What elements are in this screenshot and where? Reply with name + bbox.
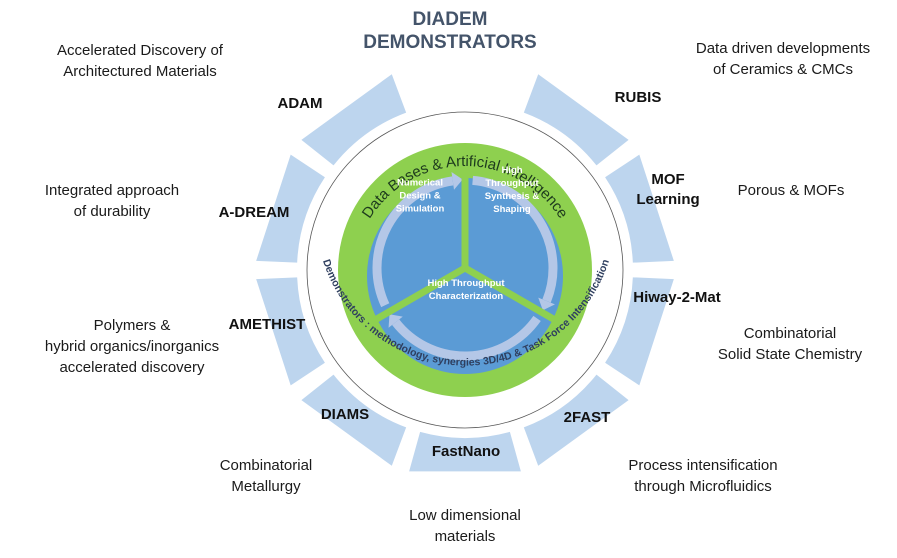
segment-description: Process intensification through Microflui… (603, 455, 803, 497)
core-sector-label: High Throughput (427, 278, 505, 289)
cycle-arrow-arc (372, 176, 454, 308)
arrow-head-icon (388, 314, 403, 328)
core-sector-label: Design & (399, 191, 440, 202)
core-sector-label: High (501, 165, 522, 176)
segment-fastnano: FastNano (409, 431, 521, 472)
segment-shape (523, 74, 629, 166)
description-line: Accelerated Discovery of (57, 42, 223, 59)
segment-label: RUBIS (615, 89, 662, 106)
segment-label: 2FAST (564, 409, 611, 426)
segment-shape (523, 374, 629, 466)
segment-label: Learning (636, 191, 699, 208)
segment-description: Integrated approach of durability (22, 180, 202, 222)
description-line: Data driven developments (695, 40, 871, 57)
cycle-arrow-arc (472, 175, 558, 303)
segment-description: Data driven developments of Ceramics & CM… (668, 38, 897, 80)
segment-description: Porous & MOFs (731, 180, 851, 201)
segment-description: Low dimensional materials (385, 505, 545, 547)
segment-adam: ADAM (278, 74, 407, 166)
segment-a-dream: A-DREAM (219, 154, 325, 263)
segment-shape (605, 277, 674, 386)
description-line: Metallurgy (231, 478, 301, 495)
segment-shape (605, 154, 674, 263)
title-line-1: DIADEM (412, 9, 488, 30)
cycle-arrows (372, 171, 558, 361)
segment-description: Polymers & hybrid organics/inorganics acce… (12, 315, 252, 378)
segment-diams: DIAMS (301, 374, 407, 466)
segment-2fast: 2FAST (523, 374, 629, 466)
core-sector-label: Synthesis & (485, 191, 540, 202)
core-sector-label: Simulation (396, 204, 445, 215)
core-divider (367, 264, 467, 327)
core-sector-label: Characterization (429, 291, 504, 302)
description-line: Porous & MOFs (737, 182, 845, 199)
description-line: Low dimensional (409, 507, 521, 524)
description-line: Combinatorial (219, 457, 313, 474)
core-disc (367, 178, 563, 374)
segment-shape (301, 74, 407, 166)
segment-mof-learning: MOF Learning (605, 154, 700, 263)
segment-rubis: RUBIS (523, 74, 662, 166)
segment-label: Hiway-2-Mat (633, 289, 721, 306)
diagram-title: DIADEM DEMONSTRATORS (330, 8, 570, 54)
segment-label: AMETHIST (229, 316, 306, 333)
segment-label: FastNano (432, 443, 500, 460)
description-line: accelerated discovery (59, 359, 205, 376)
description-line: hybrid organics/inorganics (44, 338, 220, 355)
description-line: materials (434, 528, 496, 545)
segment-hiway-2-mat: Hiway-2-Mat (605, 277, 721, 386)
segment-shape (256, 277, 325, 386)
title-line-2: DEMONSTRATORS (363, 32, 537, 53)
description-line: Solid State Chemistry (717, 346, 863, 363)
core-sector-label: Shaping (493, 204, 531, 215)
core-sector-label: Throughput (485, 178, 539, 189)
segment-shape (256, 154, 325, 263)
segment-label: ADAM (278, 95, 323, 112)
description-line: through Microfluidics (634, 478, 772, 495)
segment-shape (301, 374, 407, 466)
core-divider (463, 264, 563, 327)
description-line: Polymers & (93, 317, 171, 334)
arrow-head-icon (451, 171, 463, 190)
segment-label: MOF (651, 171, 684, 188)
description-line: of Ceramics & CMCs (712, 61, 854, 78)
segment-label: A-DREAM (219, 204, 290, 221)
description-line: Architectured Materials (63, 63, 217, 80)
cycle-arrow-arc (392, 315, 541, 361)
description-line: of durability (73, 203, 151, 220)
segment-label: DIAMS (321, 406, 369, 423)
arrow-head-icon (538, 297, 555, 311)
segment-amethist: AMETHIST (229, 277, 325, 386)
description-line: Process intensification (628, 457, 778, 474)
segment-shape (409, 431, 521, 472)
description-line: Combinatorial (743, 325, 837, 342)
segment-description: Accelerated Discovery of Architectured Ma… (10, 40, 270, 82)
core-sector-label: Numerical (397, 178, 443, 189)
description-line: Integrated approach (44, 182, 180, 199)
core-dividers (367, 158, 563, 327)
